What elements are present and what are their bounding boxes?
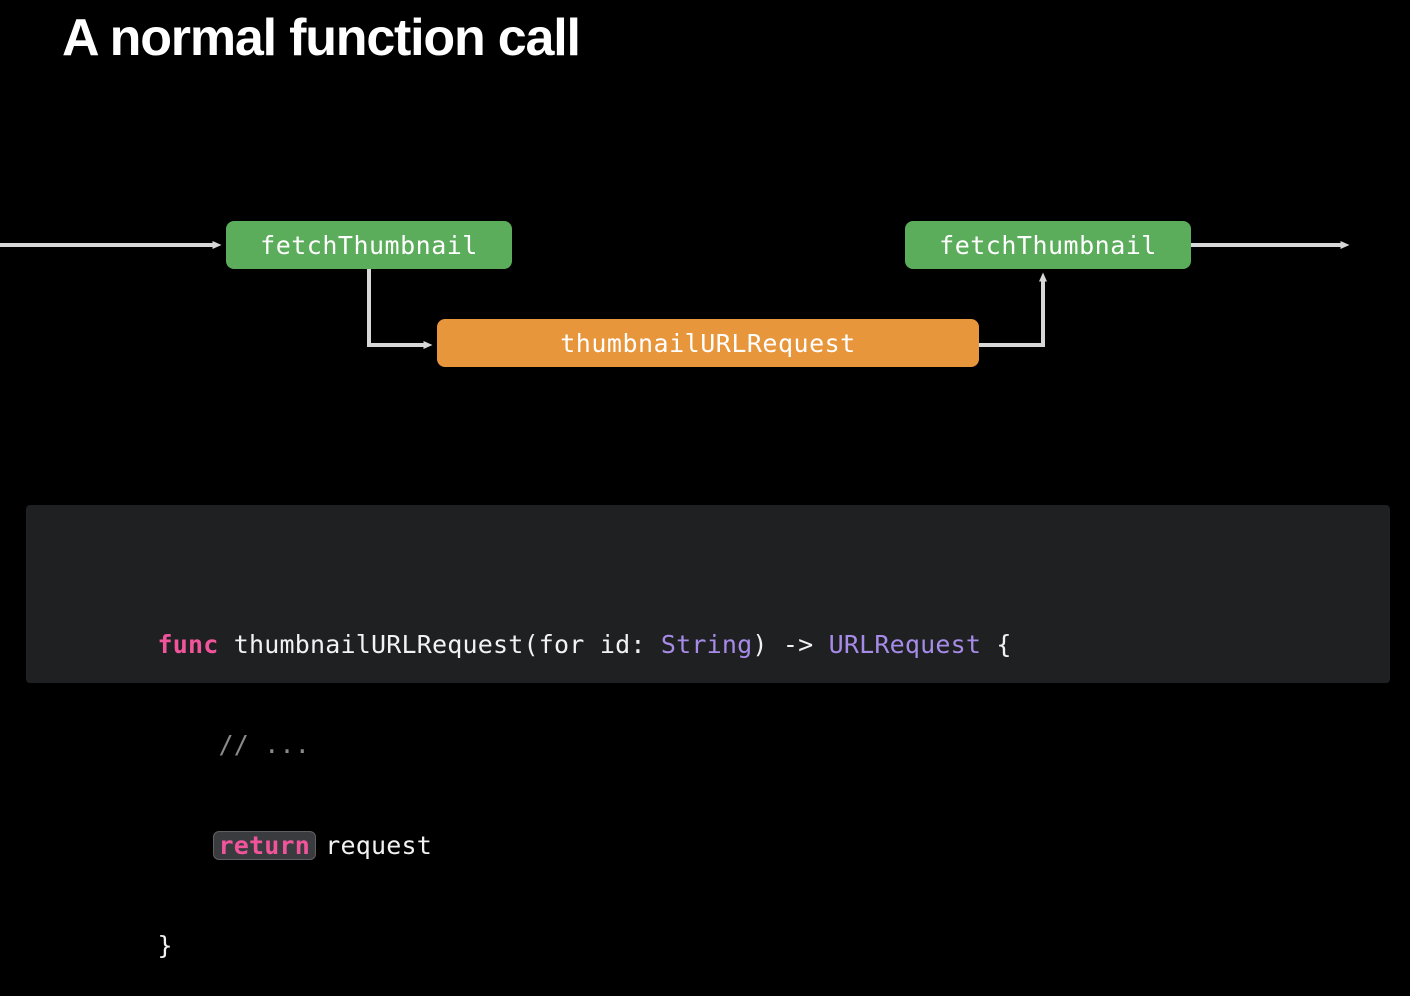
node-thumbnail-url-request: thumbnailURLRequest (437, 319, 979, 367)
code-line: // ... (66, 695, 1390, 759)
code-token-type: URLRequest (828, 629, 982, 659)
code-token-indent (158, 831, 219, 860)
code-token-return-highlight: return (212, 830, 317, 860)
diagram-connectors (0, 241, 1350, 349)
node-fetch-thumbnail-resumed: fetchThumbnail (905, 221, 1191, 269)
code-token-indent (158, 730, 219, 759)
code-token-keyword: func (157, 629, 219, 659)
call-flow-diagram: fetchThumbnail fetchThumbnail thumbnailU… (0, 221, 1350, 367)
code-token-plain: { (981, 629, 1012, 659)
call-arrow (367, 268, 433, 349)
slide-root: A normal function call (0, 9, 1390, 960)
code-line: } (66, 896, 1390, 960)
page-title: A normal function call (62, 9, 581, 67)
code-token-plain: thumbnailURLRequest(for id: (218, 629, 661, 659)
node-fetch-thumbnail-caller: fetchThumbnail (226, 221, 512, 269)
code-line: func thumbnailURLRequest(for id: String)… (66, 594, 1390, 659)
code-token-plain: } (157, 931, 173, 960)
code-token-plain: request (310, 830, 433, 860)
code-token-plain: ) -> (752, 629, 829, 659)
code-token-type: String (660, 629, 753, 659)
code-line: return request (66, 795, 1390, 860)
code-token-comment: // ... (218, 730, 311, 759)
code-block: func thumbnailURLRequest(for id: String)… (26, 505, 1390, 960)
return-arrow (979, 272, 1047, 347)
